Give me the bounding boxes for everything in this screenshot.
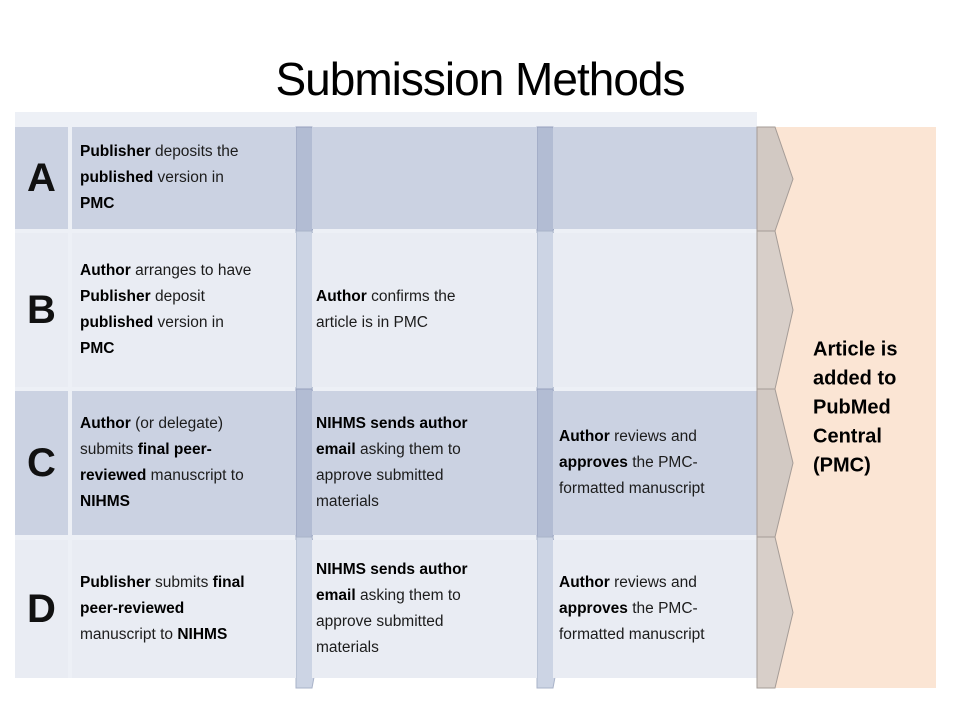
row-letter-cell: C xyxy=(15,391,68,535)
row-letter: B xyxy=(27,288,56,332)
method-cell-c3 xyxy=(553,127,757,229)
row-letter-cell: B xyxy=(15,233,68,387)
method-cell-c1: Author (or delegate)submits final peer-r… xyxy=(72,391,296,535)
row-letter: C xyxy=(27,441,56,485)
row-letter-cell: D xyxy=(15,540,68,678)
slide-title: Submission Methods xyxy=(275,53,686,105)
cell-text: Author (or delegate)submits final peer-r… xyxy=(80,415,244,510)
row-letter: A xyxy=(27,156,56,200)
row-letter: D xyxy=(27,587,56,631)
method-cell-c3 xyxy=(553,233,757,387)
row-letter-cell: A xyxy=(15,127,68,229)
method-cell-c2 xyxy=(312,127,537,229)
